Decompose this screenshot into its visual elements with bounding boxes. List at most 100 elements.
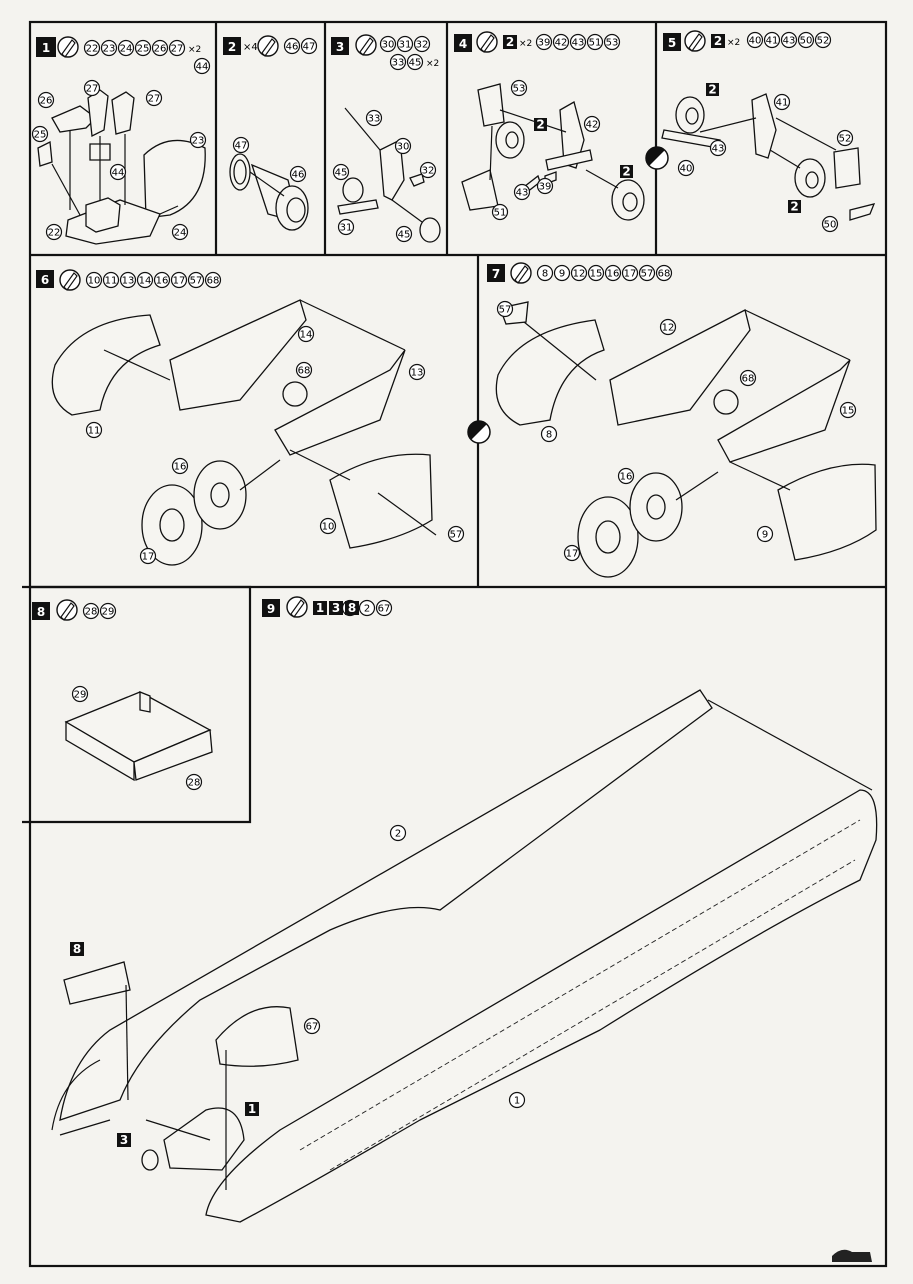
s4-callout-51-circle xyxy=(491,203,509,221)
s4-callout-53: 53 xyxy=(513,84,526,95)
s2-callout-46: 46 xyxy=(292,170,305,181)
s6-callout-57-circle xyxy=(447,525,465,543)
s3-callout-33-circle xyxy=(365,109,383,127)
step-6-part-17-circle xyxy=(170,271,188,289)
step-7-part-9-circle xyxy=(553,264,571,282)
step-7-part-8-circle xyxy=(536,264,554,282)
s7-callout-8-circle xyxy=(540,425,558,443)
step-6-part-68: 68 xyxy=(207,276,220,287)
s4-callout-53-circle xyxy=(510,79,528,97)
glue-icon xyxy=(510,262,532,284)
s6-callout-13: 13 xyxy=(411,368,424,379)
step-4-part-51-circle xyxy=(586,33,604,51)
s1-callout-22: 22 xyxy=(48,228,61,239)
step-8-drawing xyxy=(64,691,213,782)
step-6-part-57-circle xyxy=(187,271,205,289)
s7-callout-9-circle xyxy=(756,525,774,543)
s7-callout-17: 17 xyxy=(566,549,579,560)
glue-icon xyxy=(56,599,78,621)
step-9-sub-step-box xyxy=(329,601,343,615)
s2-callout-46-circle xyxy=(289,165,307,183)
s3-callout-45-circle xyxy=(395,225,413,243)
s1-callout-44: 44 xyxy=(112,168,125,179)
svg-text:×2: ×2 xyxy=(519,39,532,49)
s1-callout-27: 27 xyxy=(86,84,99,95)
s6-callout-68-circle xyxy=(295,361,313,379)
step-5-part-43: 43 xyxy=(783,36,796,47)
step-5-part-50-circle xyxy=(797,31,815,49)
glue-icon xyxy=(286,596,308,618)
step-1-part-25-circle xyxy=(134,39,152,57)
svg-text:9: 9 xyxy=(267,602,275,616)
s1-callout-23: 23 xyxy=(192,136,205,147)
svg-text:2: 2 xyxy=(708,83,716,97)
s7-callout-15-circle xyxy=(839,401,857,419)
glue-icon xyxy=(684,30,706,52)
step-3-part-31: 31 xyxy=(399,40,412,51)
s9-callout-67-circle xyxy=(303,1017,321,1035)
step-1-part-22: 22 xyxy=(86,44,99,55)
s3-callout-32: 32 xyxy=(422,166,435,177)
step-6-part-11-circle xyxy=(102,271,120,289)
glue-icon xyxy=(355,34,377,56)
s1-callout-25: 25 xyxy=(34,130,47,141)
step-7-part-12-circle xyxy=(570,264,588,282)
step-9-sub-step-number: 1 xyxy=(316,601,324,615)
step-1-drawing xyxy=(37,89,206,245)
s6-callout-68: 68 xyxy=(298,366,311,377)
step-6-part-13: 13 xyxy=(122,276,135,287)
s3-callout-45: 45 xyxy=(335,168,348,179)
s6-callout-11: 11 xyxy=(88,426,101,437)
step-4-header: 4 2 ×2 xyxy=(454,31,532,53)
s7-callout-8: 8 xyxy=(546,430,552,441)
s1-callout-22-circle xyxy=(45,223,63,241)
s1-callout-27-circle xyxy=(145,89,163,107)
svg-text:×2: ×2 xyxy=(727,38,740,48)
s5-callout-52: 52 xyxy=(839,134,852,145)
step-8-part-28-circle xyxy=(82,602,100,620)
step-4-part-51: 51 xyxy=(589,38,602,49)
step-4-sub-box: 2 2 xyxy=(534,118,633,179)
s7-callout-15: 15 xyxy=(842,406,855,417)
s3-callout-31-circle xyxy=(337,218,355,236)
half-circle-mark xyxy=(645,146,669,170)
step-6-part-16: 16 xyxy=(156,276,169,287)
s1-callout-24: 24 xyxy=(174,228,187,239)
step-9-header: 9 xyxy=(262,596,308,618)
half-circle-mark-2 xyxy=(467,420,491,444)
step-2-drawing xyxy=(229,153,309,231)
svg-text:2: 2 xyxy=(536,118,544,132)
svg-text:4: 4 xyxy=(459,37,467,51)
step-5-part-52-circle xyxy=(814,31,832,49)
step-1-part-27: 27 xyxy=(171,44,184,55)
svg-text:1: 1 xyxy=(248,1102,256,1116)
step-1-part-23: 23 xyxy=(103,44,116,55)
glue-icon xyxy=(59,269,81,291)
step-1-part-22-circle xyxy=(83,39,101,57)
step-1-part-26: 26 xyxy=(154,44,167,55)
svg-text:2: 2 xyxy=(790,200,798,214)
step-9-part-67: 67 xyxy=(378,604,391,615)
step-7-part-68-circle xyxy=(655,264,673,282)
s6-callout-17-circle xyxy=(139,547,157,565)
s8-callout-28-circle xyxy=(185,773,203,791)
s4-callout-39-circle xyxy=(536,177,554,195)
svg-text:2: 2 xyxy=(622,165,630,179)
s5-callout-41-circle xyxy=(773,93,791,111)
step-9-part-2: 2 xyxy=(364,604,370,615)
step-1-number: 1 xyxy=(42,41,50,55)
step-6-part-10-circle xyxy=(85,271,103,289)
s3-callout-30-circle xyxy=(394,137,412,155)
step-3-part-45-circle xyxy=(406,53,424,71)
s9-callout-2-circle xyxy=(389,824,407,842)
s4-callout-39: 39 xyxy=(539,182,552,193)
svg-text:3: 3 xyxy=(120,1133,128,1147)
s6-callout-17: 17 xyxy=(142,552,155,563)
s3-callout-45-circle xyxy=(332,163,350,181)
svg-text:3: 3 xyxy=(336,40,344,54)
